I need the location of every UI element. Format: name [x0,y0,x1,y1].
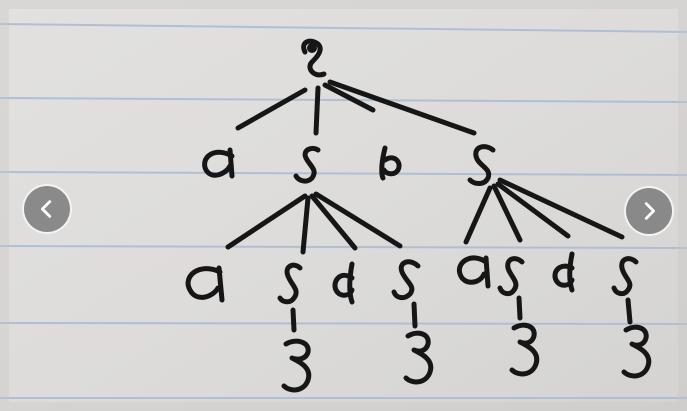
ruled-lines [0,23,687,399]
level1-s-right [467,144,496,186]
root-symbol [301,38,327,78]
previous-image-button[interactable] [22,184,72,234]
parse-tree-drawing [185,38,652,393]
chevron-left-icon [41,200,52,218]
epsilon-stems [290,295,633,333]
level1-b [379,145,402,181]
epsilon-1 [281,338,312,393]
level2-left-b [332,261,355,305]
level2-right-s [497,256,525,297]
epsilon-4 [621,324,652,379]
level2-left-s [277,262,303,305]
level2-right-a [456,255,491,289]
root-branches [235,79,477,136]
next-image-button[interactable] [624,186,674,236]
right-subtree-branches [463,177,625,245]
left-subtree-branches [225,191,403,255]
level2-left-a [185,265,225,303]
level2-right-s2 [611,256,639,297]
epsilon-3 [509,322,540,377]
chevron-right-icon [644,202,655,220]
level1-s [293,145,321,184]
level1-a [202,147,235,179]
level2-right-b [552,251,575,293]
level2-left-s2 [391,259,421,301]
epsilon-2 [403,330,434,385]
